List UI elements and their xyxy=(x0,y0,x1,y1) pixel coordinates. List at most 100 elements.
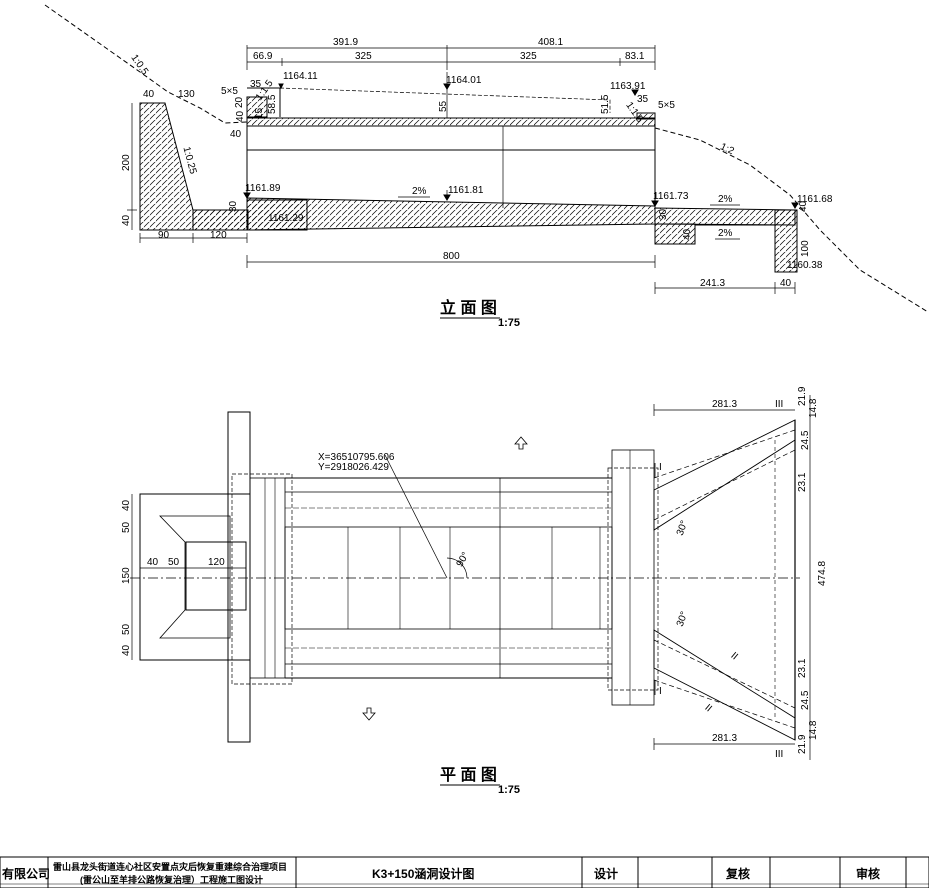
plan-labels: X=36510795.606 Y=2918026.429 90° 30° 30°… xyxy=(121,386,828,796)
ground-line-left xyxy=(44,4,248,124)
title-block-text: 有限公司 雷山县龙头街道连心社区安置点灾后恢复重建综合治理项目 (雷公山至羊排公… xyxy=(2,861,880,885)
dim-w2813-top: 281.3 xyxy=(712,399,737,410)
dim-top-right-total: 408.1 xyxy=(538,37,563,48)
slope-pct-3: 2% xyxy=(718,228,733,239)
angle-30-bottom: 30° xyxy=(675,610,691,628)
elevation-view xyxy=(44,4,929,313)
dim-5x5-left: 5×5 xyxy=(221,86,238,97)
section-mark-i-bottom: I xyxy=(659,686,662,697)
dim-w40-top: 40 xyxy=(143,89,155,100)
left-cutoff xyxy=(246,199,308,231)
company-name: 有限公司 xyxy=(2,866,50,881)
parapet-left xyxy=(246,96,268,118)
dim-h40: 40 xyxy=(147,557,159,568)
check-label: 复核 xyxy=(725,866,750,881)
right-apron xyxy=(654,207,796,226)
dim-v40-right: 40 xyxy=(682,228,693,240)
dim-r219b: 21.9 xyxy=(797,734,808,754)
dim-v40-base: 40 xyxy=(121,214,132,226)
dim-r245b: 24.5 xyxy=(800,690,811,710)
dim-h50: 50 xyxy=(168,557,180,568)
dim-top-c: 325 xyxy=(520,51,537,62)
plan-view xyxy=(130,395,811,760)
dim-v40a: 40 xyxy=(121,499,132,511)
ground-line-right xyxy=(654,127,929,313)
section-mark-ii-a: II xyxy=(728,650,739,662)
section-mark-iii-top: III xyxy=(775,399,783,410)
dim-r219a: 21.9 xyxy=(797,386,808,406)
dim-v40-l2: 40 xyxy=(230,129,242,140)
elevation-scale: 1:75 xyxy=(498,317,520,329)
dim-w130: 130 xyxy=(178,89,195,100)
dim-top-a: 66.9 xyxy=(253,51,273,62)
dim-v30-right: 30 xyxy=(658,208,669,220)
dim-v50b: 50 xyxy=(121,623,132,635)
elev-2: 1164.01 xyxy=(446,75,482,86)
top-slab xyxy=(246,117,656,127)
dim-5x5-right: 5×5 xyxy=(658,100,675,111)
dim-v100: 100 xyxy=(800,240,811,257)
dim-w800: 800 xyxy=(443,251,460,262)
dim-v585: 58.5 xyxy=(267,94,278,114)
dim-top-d: 83.1 xyxy=(625,51,645,62)
angle-30-top: 30° xyxy=(675,519,691,537)
dim-r245a: 24.5 xyxy=(800,430,811,450)
title-block xyxy=(0,856,929,888)
elev-5: 1161.81 xyxy=(448,185,484,196)
project-line-1: 雷山县龙头街道连心社区安置点灾后恢复重建综合治理项目 xyxy=(53,861,287,872)
coord-y: Y=2918026.429 xyxy=(318,462,389,473)
elevation-title: 立 面 图 xyxy=(440,298,497,317)
dim-r4748: 474.8 xyxy=(817,561,828,586)
elev-1: 1164.11 xyxy=(283,71,318,82)
elev-6: 1161.73 xyxy=(653,191,689,202)
dim-w2413: 241.3 xyxy=(700,278,725,289)
elev-8: 1161.29 xyxy=(268,213,304,224)
dim-w90: 90 xyxy=(158,230,170,241)
elev-9: 1160.38 xyxy=(787,260,823,271)
elev-7: 1161.68 xyxy=(797,194,833,205)
dim-v30-left: 30 xyxy=(228,200,239,212)
elev-4: 1161.89 xyxy=(245,183,281,194)
right-cutoff-wall xyxy=(654,223,696,245)
dim-v150: 150 xyxy=(121,567,132,584)
section-mark-ii-b: II xyxy=(702,702,713,714)
dim-v55: 55 xyxy=(438,100,449,112)
dim-h120: 120 xyxy=(208,557,225,568)
parapet-right xyxy=(636,112,656,120)
section-mark-iii-bottom: III xyxy=(775,749,783,760)
dim-v20: 20 xyxy=(234,96,245,108)
section-mark-i-top: I xyxy=(659,462,662,473)
dim-w2813-bottom: 281.3 xyxy=(712,733,737,744)
dim-v40b: 40 xyxy=(121,644,132,656)
dim-top-b: 325 xyxy=(355,51,372,62)
dim-r148a: 14.8 xyxy=(808,398,819,418)
plan-scale: 1:75 xyxy=(498,784,520,796)
dim-top-left-total: 391.9 xyxy=(333,37,358,48)
dim-v35-right: 35 xyxy=(637,94,649,105)
dim-r231b: 23.1 xyxy=(797,658,808,678)
dim-w120: 120 xyxy=(210,230,227,241)
elevation-labels: 391.9 408.1 66.9 325 325 83.1 1:0.5 1:0.… xyxy=(121,37,833,329)
dim-v15: 15 xyxy=(254,107,265,119)
bottom-slab xyxy=(246,197,656,231)
drawing-name: K3+150涵洞设计图 xyxy=(372,866,474,881)
slope-pct-1: 2% xyxy=(412,186,427,197)
dim-v40-rb: 40 xyxy=(798,200,809,212)
left-base xyxy=(192,209,249,231)
slope-pct-2: 2% xyxy=(718,194,733,205)
right-toe xyxy=(774,209,798,273)
plan-title: 平 面 图 xyxy=(440,766,497,784)
dim-r148b: 14.8 xyxy=(808,720,819,740)
project-line-2: (雷公山至羊排公路恢复治理）工程施工图设计 xyxy=(80,874,263,885)
angle-90: 90° xyxy=(455,550,472,569)
slope-right: 1:2 xyxy=(718,141,736,157)
coord-x: X=36510795.606 xyxy=(318,452,395,463)
design-label: 设计 xyxy=(594,866,618,881)
dim-v515: 51.5 xyxy=(600,94,611,114)
dim-v50a: 50 xyxy=(121,521,132,533)
review-label: 审核 xyxy=(856,866,880,881)
dim-v35-left: 35 xyxy=(250,79,262,90)
elev-3: 1163.91 xyxy=(610,81,646,92)
dim-v200: 200 xyxy=(121,154,132,171)
